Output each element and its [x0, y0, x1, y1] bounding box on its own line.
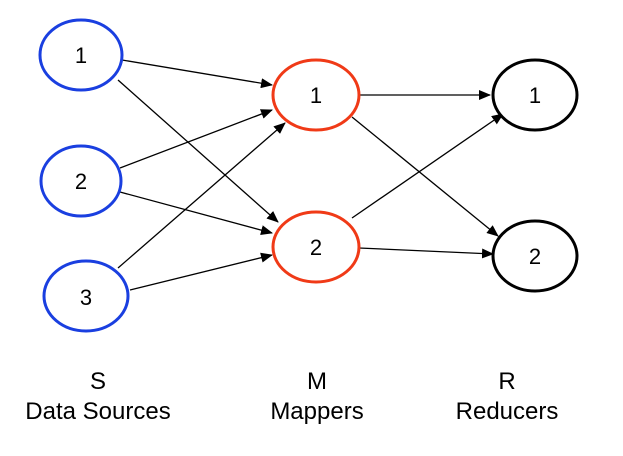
- caption-sources: S Data Sources: [0, 367, 208, 427]
- edge-m1-r2: [351, 116, 499, 237]
- caption-mappers-name: Mappers: [270, 398, 364, 425]
- edge-s3-m1: [117, 122, 286, 269]
- svg-text:2: 2: [529, 244, 541, 269]
- source-node-3: 3: [42, 259, 130, 333]
- svg-text:2: 2: [310, 235, 322, 260]
- source-node-1: 1: [38, 18, 124, 92]
- caption-mappers: M Mappers: [207, 367, 427, 427]
- mapper-node-1: 1: [271, 58, 361, 132]
- edge-m2-r2: [358, 247, 494, 259]
- mapper-node-2: 2: [271, 210, 361, 284]
- svg-text:1: 1: [310, 83, 322, 108]
- edge-s1-m1: [121, 59, 273, 89]
- svg-text:1: 1: [75, 43, 87, 68]
- svg-text:3: 3: [80, 285, 92, 310]
- reducer-node-2: 2: [491, 219, 579, 293]
- svg-text:1: 1: [529, 83, 541, 108]
- caption-sources-letter: S: [89, 368, 106, 395]
- caption-sources-name: Data Sources: [25, 398, 171, 425]
- caption-reducers-letter: R: [498, 368, 516, 395]
- caption-reducers: R Reducers: [397, 367, 617, 427]
- edge-s1-m2: [117, 79, 279, 223]
- caption-mappers-letter: M: [307, 368, 327, 395]
- edge-s2-m1: [119, 109, 273, 169]
- edge-s3-m2: [129, 252, 273, 291]
- edge-m2-r1: [351, 113, 504, 219]
- reducer-node-1: 1: [491, 58, 579, 132]
- edge-s2-m2: [119, 191, 273, 235]
- svg-text:2: 2: [75, 169, 87, 194]
- source-node-2: 2: [39, 144, 123, 218]
- caption-reducers-name: Reducers: [455, 398, 559, 425]
